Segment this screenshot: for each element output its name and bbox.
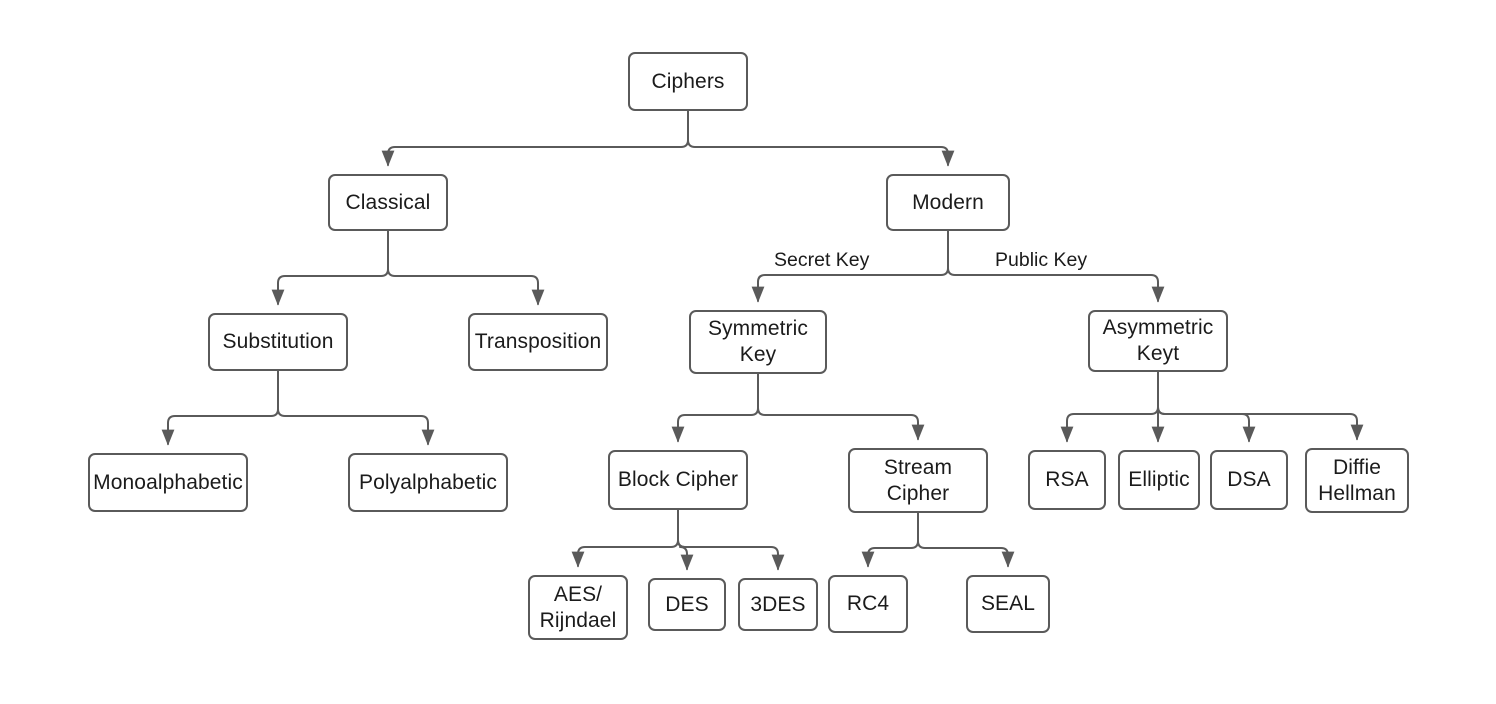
node-diffie-hellman[interactable]: Diffie Hellman: [1305, 448, 1409, 513]
node-asymmetric-key[interactable]: Asymmetric Keyt: [1088, 310, 1228, 372]
edge-block-cipher-to-3des: [677, 509, 785, 571]
node-symmetric-key[interactable]: Symmetric Key: [689, 310, 827, 374]
edge-stream-cipher-to-rc4: [861, 512, 919, 568]
node-dsa[interactable]: DSA: [1210, 450, 1288, 510]
edge-substitution-to-monoalphabetic: [161, 370, 279, 446]
edge-block-cipher-to-des: [677, 509, 694, 571]
node-block-cipher[interactable]: Block Cipher: [608, 450, 748, 510]
edge-asymmetric-key-to-rsa: [1060, 371, 1159, 443]
edge-stream-cipher-to-seal: [917, 512, 1015, 568]
edge-symmetric-key-to-block-cipher: [671, 373, 759, 443]
edge-asymmetric-key-to-dsa: [1157, 371, 1256, 443]
node-ciphers[interactable]: Ciphers: [628, 52, 748, 111]
edge-label-secret-key: Secret Key: [771, 249, 873, 271]
edge-ciphers-to-classical: [381, 110, 689, 167]
edge-modern-to-asymmetric-key: [947, 230, 1165, 303]
edge-classical-to-substitution: [271, 230, 389, 306]
edge-symmetric-key-to-stream-cipher: [757, 373, 925, 441]
node-stream-cipher[interactable]: Stream Cipher: [848, 448, 988, 513]
edge-classical-to-transposition: [387, 230, 545, 306]
edge-block-cipher-to-aes-rijndael: [571, 509, 679, 568]
node-des[interactable]: DES: [648, 578, 726, 631]
node-seal[interactable]: SEAL: [966, 575, 1050, 633]
node-elliptic[interactable]: Elliptic: [1118, 450, 1200, 510]
edge-label-public-key: Public Key: [992, 249, 1091, 271]
edge-ciphers-to-modern: [687, 110, 955, 167]
edge-asymmetric-key-to-diffie-hellman: [1157, 371, 1364, 441]
node-polyalphabetic[interactable]: Polyalphabetic: [348, 453, 508, 512]
node-modern[interactable]: Modern: [886, 174, 1010, 231]
node-substitution[interactable]: Substitution: [208, 313, 348, 371]
node-3des[interactable]: 3DES: [738, 578, 818, 631]
node-aes-rijndael[interactable]: AES/ Rijndael: [528, 575, 628, 640]
node-classical[interactable]: Classical: [328, 174, 448, 231]
edge-substitution-to-polyalphabetic: [277, 370, 435, 446]
node-transposition[interactable]: Transposition: [468, 313, 608, 371]
node-rsa[interactable]: RSA: [1028, 450, 1106, 510]
node-rc4[interactable]: RC4: [828, 575, 908, 633]
node-monoalphabetic[interactable]: Monoalphabetic: [88, 453, 248, 512]
